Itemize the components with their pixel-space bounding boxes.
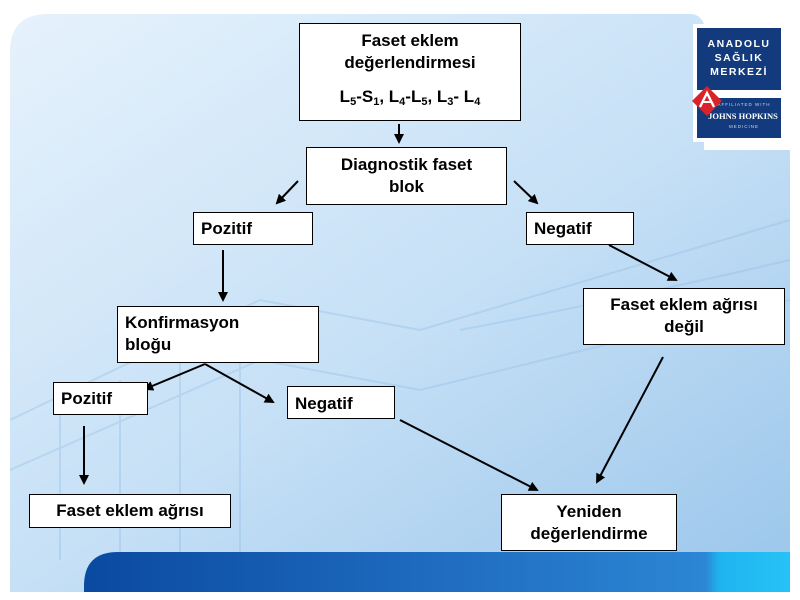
start-box-line2: değerlendirmesi (344, 53, 476, 72)
diagnostic-block-line1: Diagnostik faset (340, 155, 473, 174)
arrow-negative-to-not-facet (608, 244, 678, 281)
logo-partner: JOHNS HOPKINS (708, 111, 778, 121)
logo-partner-sub: MEDICINE (728, 124, 759, 129)
logo-brand-line1: ANADOLU (707, 38, 771, 50)
not-facet-pain-line2: değil (664, 317, 704, 336)
logo-brand-line2: SAĞLIK (714, 52, 764, 64)
bottom-band (84, 552, 790, 592)
logo-affiliation: AFFILIATED WITH (717, 102, 771, 107)
arrow-not-facet-to-reevaluation (596, 356, 664, 484)
positive-box-2: Pozitif (53, 382, 148, 415)
arrow-confirmation-to-negative (204, 363, 275, 403)
confirmation-block-line2: bloğu (125, 335, 172, 354)
facet-pain-label: Faset eklem ağrısı (56, 501, 204, 520)
reevaluation-box: Yeniden değerlendirme (501, 494, 677, 551)
confirmation-block-box: Konfirmasyon bloğu (117, 306, 319, 363)
arrow-confirmation-to-positive (143, 363, 206, 391)
negative-box-2: Negatif (287, 386, 395, 419)
logo-brand-line3: MERKEZİ (710, 66, 768, 78)
anadolu-johns-hopkins-logo: ANADOLU SAĞLIK MERKEZİ AFFILIATED WITH J… (692, 24, 785, 142)
confirmation-block-line1: Konfirmasyon (125, 313, 240, 332)
arrow-negative-to-reevaluation (399, 419, 539, 491)
arrow-diagnostic-to-positive (275, 180, 299, 205)
start-box-levels: L5-S1, L4-L5, L3- L4 (339, 87, 481, 108)
negative-box-1-label: Negatif (534, 219, 592, 238)
diagnostic-block-line2: blok (389, 177, 424, 196)
reevaluation-line2: değerlendirme (530, 524, 648, 543)
logo-top-panel (697, 28, 781, 90)
facet-pain-box: Faset eklem ağrısı (29, 494, 231, 528)
diagnostic-block-box: Diagnostik faset blok (306, 147, 507, 205)
negative-box-2-label: Negatif (295, 394, 353, 413)
negative-box-1: Negatif (526, 212, 634, 245)
positive-box-1-label: Pozitif (201, 219, 252, 238)
start-box-facet-evaluation: Faset eklem değerlendirmesi L5-S1, L4-L5… (299, 23, 521, 121)
not-facet-pain-box: Faset eklem ağrısı değil (583, 288, 785, 345)
start-box-line1: Faset eklem (361, 31, 459, 50)
reevaluation-line1: Yeniden (556, 502, 622, 521)
background-panel (10, 14, 790, 592)
anadolu-a-logo-icon (692, 86, 722, 116)
positive-box-2-label: Pozitif (61, 389, 112, 408)
positive-box-1: Pozitif (193, 212, 313, 245)
arrow-diagnostic-to-negative (513, 180, 539, 205)
not-facet-pain-line1: Faset eklem ağrısı (610, 295, 758, 314)
